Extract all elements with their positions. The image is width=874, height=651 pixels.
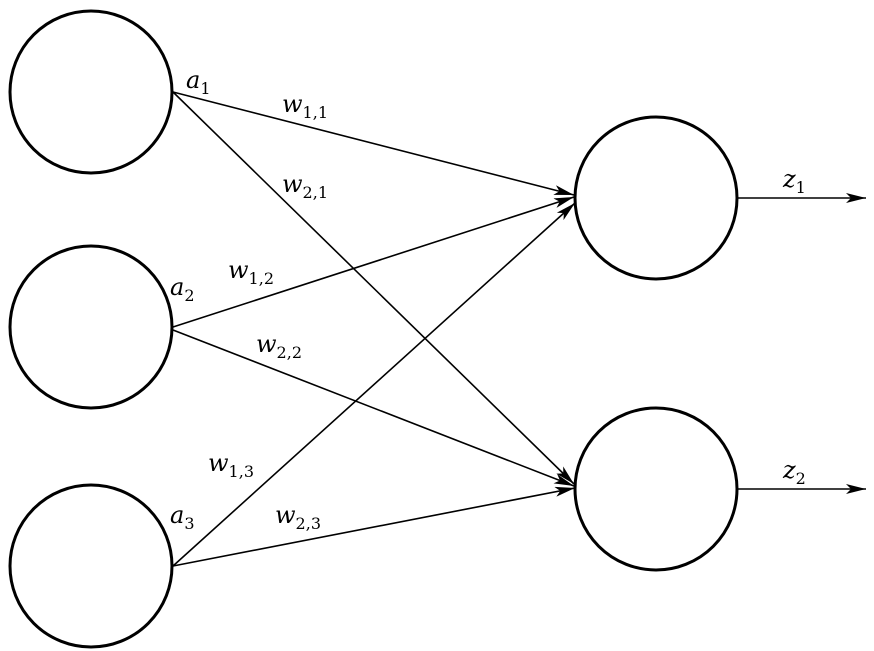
input-node-1 [8, 9, 174, 175]
weight-label-w12: w1,2 [228, 256, 274, 288]
weight-label-w13: w1,3 [208, 449, 254, 481]
input-label-a1: a1 [186, 66, 211, 98]
weight-label-w21: w2,1 [282, 170, 328, 202]
input-label-a2: a2 [170, 273, 195, 305]
input-label-a3: a3 [170, 501, 195, 533]
edge-a3-to-out1 [172, 202, 576, 567]
output-label-z1: z1 [782, 165, 806, 197]
edge-a2-to-out2 [172, 329, 575, 487]
edge-a1-to-out2 [172, 91, 575, 485]
edge-a3-to-out2 [172, 486, 576, 567]
output-label-z2: z2 [782, 456, 806, 488]
weight-label-w22: w2,2 [256, 330, 302, 362]
input-node-3 [8, 483, 174, 649]
output-node-2 [573, 406, 739, 572]
weight-label-w11: w1,1 [282, 90, 328, 122]
edge-a1-to-out1 [172, 91, 575, 196]
input-node-2 [8, 244, 174, 410]
weight-label-w23: w2,3 [275, 501, 321, 533]
output-node-1 [573, 115, 739, 281]
edge-a2-to-out1 [172, 196, 575, 328]
